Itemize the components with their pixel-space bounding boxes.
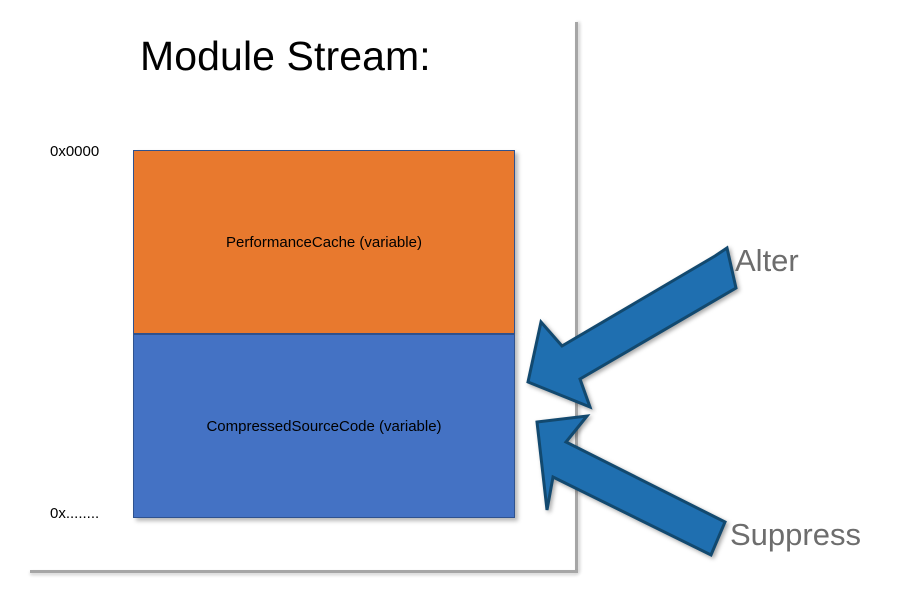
- memory-block-label: PerformanceCache (variable): [226, 233, 422, 251]
- memory-block-performance-cache[interactable]: PerformanceCache (variable): [133, 150, 515, 334]
- frame-horizontal-baseline: [30, 570, 578, 573]
- address-label-top: 0x0000: [50, 143, 100, 160]
- arrow-up-left-icon: [535, 414, 727, 558]
- address-label-bottom: 0x........: [50, 505, 100, 522]
- page-title: Module Stream:: [140, 33, 431, 79]
- memory-block-compressed-source-code[interactable]: CompressedSourceCode (variable): [133, 334, 515, 518]
- memory-block-label: CompressedSourceCode (variable): [206, 417, 442, 435]
- annotation-label-alter: Alter: [735, 243, 799, 278]
- arrow-down-left-icon: [526, 245, 738, 410]
- frame-vertical-divider: [575, 22, 578, 573]
- annotation-label-suppress: Suppress: [730, 517, 861, 552]
